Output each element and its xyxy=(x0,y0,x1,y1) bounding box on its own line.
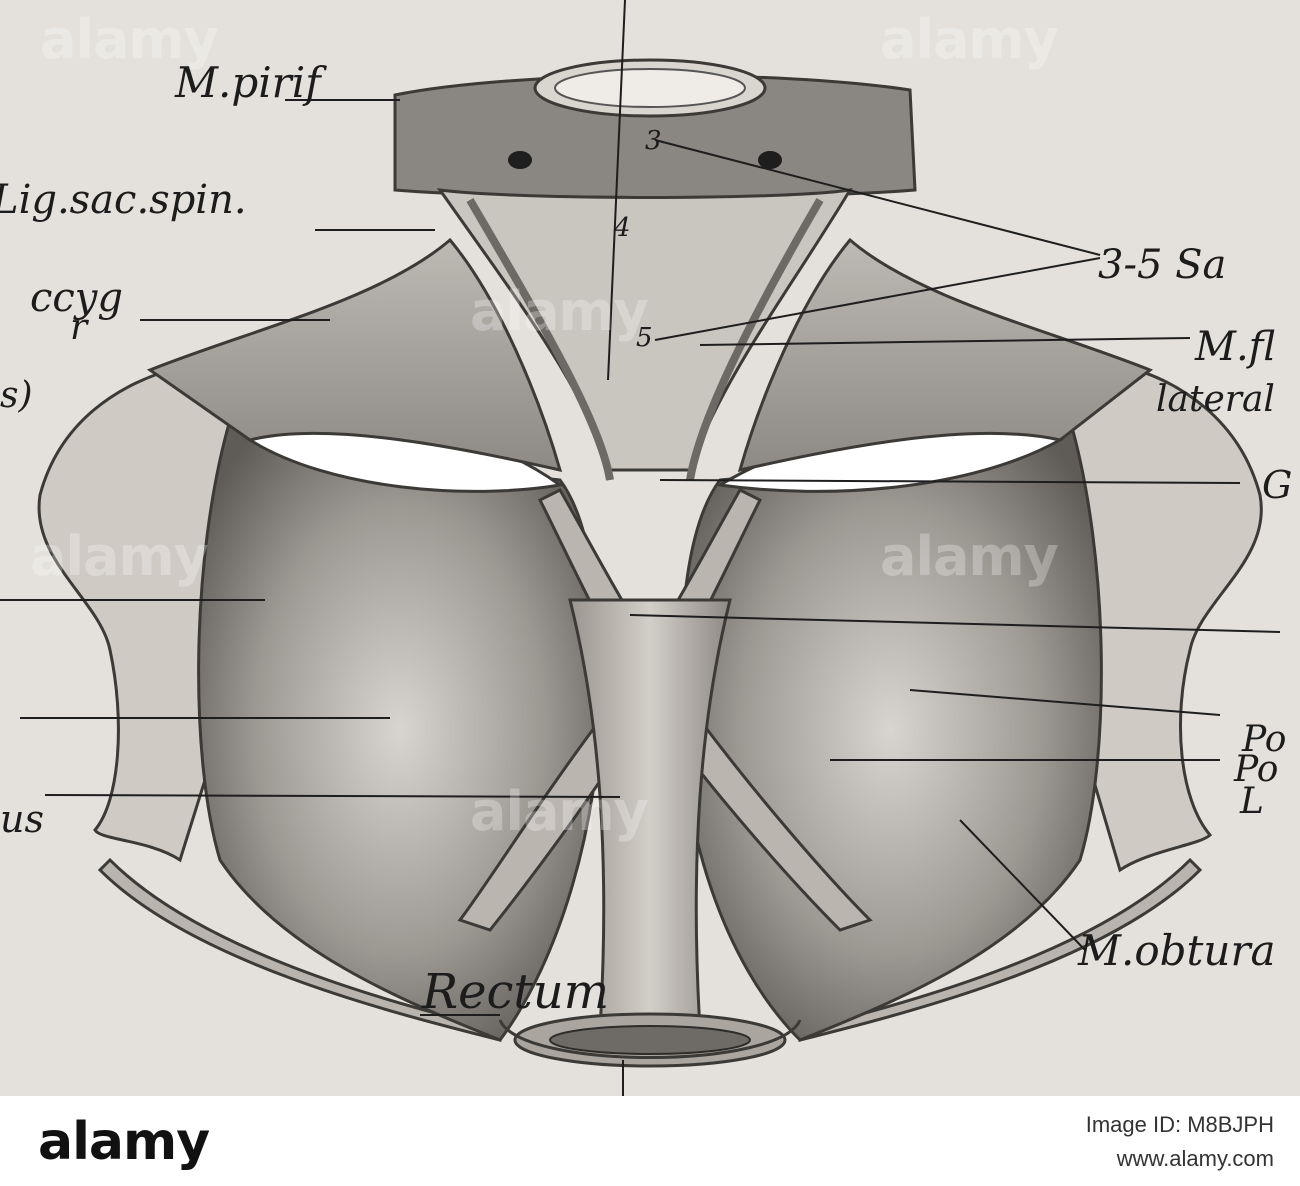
rectum-opening-outer xyxy=(498,1019,802,1059)
right-coccygeus xyxy=(737,237,1153,473)
label-l: L xyxy=(1240,781,1264,822)
label-m-fl: M.fl xyxy=(1195,324,1276,370)
left-flexor xyxy=(466,197,614,481)
image-meta: Image ID: M8BJPH www.alamy.com xyxy=(1086,1112,1274,1172)
label-us: us xyxy=(0,797,44,841)
footer-bar: alamy Image ID: M8BJPH www.alamy.com xyxy=(0,1096,1300,1186)
label-num-3: 3 xyxy=(645,126,662,156)
label-coccyg: ccyg xyxy=(30,275,124,321)
foramen-dot-right xyxy=(758,151,782,169)
label-m-obtura: M.obtura xyxy=(1078,926,1276,975)
pelvic-floor-drawing xyxy=(0,0,1281,1096)
foramen-dot-left xyxy=(508,151,532,169)
sacrum-column xyxy=(436,188,853,472)
brand-text: alamy xyxy=(38,1112,210,1172)
label-po-1: Po xyxy=(1242,719,1287,760)
pelvic-diaphragm-left xyxy=(197,417,602,1042)
label-lateral: lateral xyxy=(1156,379,1275,420)
anatomical-illustration: M.pirif Lig.sac.spin. ccyg r s) us Rectu… xyxy=(0,0,1300,1096)
label-r: r xyxy=(70,307,88,348)
label-rectum: Rectum xyxy=(422,964,610,1020)
site-url[interactable]: www.alamy.com xyxy=(1116,1146,1274,1171)
left-coccygeus xyxy=(146,237,563,473)
brand-logo[interactable]: alamy xyxy=(18,1110,318,1172)
label-num-5: 5 xyxy=(636,323,653,353)
rectum-lumen xyxy=(549,1025,751,1055)
label-num-4: 4 xyxy=(614,213,631,243)
label-po-2: Po xyxy=(1234,749,1279,790)
right-flexor xyxy=(686,197,824,481)
label-s: s) xyxy=(0,375,33,416)
label-g: G xyxy=(1262,463,1293,507)
label-3-5-sacral: 3-5 Sa xyxy=(1098,242,1227,288)
label-m-pirif: M.pirif xyxy=(175,58,321,107)
right-hip-bone xyxy=(1058,363,1263,873)
image-id: Image ID: M8BJPH xyxy=(1085,1112,1274,1137)
label-lig-sac-spin: Lig.sac.spin. xyxy=(0,177,247,223)
sacrum-top-inner xyxy=(554,68,746,108)
leader-lines xyxy=(0,99,1281,1016)
midline xyxy=(607,0,626,381)
